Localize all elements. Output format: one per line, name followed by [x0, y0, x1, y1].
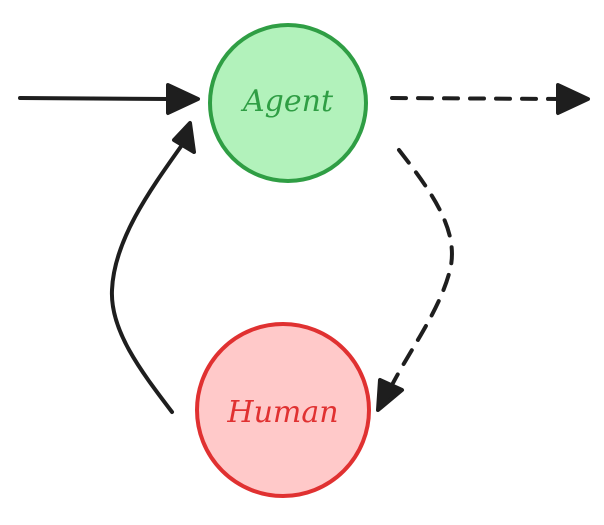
- human-node: Human: [195, 322, 371, 498]
- human-label: Human: [226, 395, 338, 430]
- agent-node: Agent: [208, 23, 368, 183]
- human-circle: [195, 322, 371, 498]
- human-to-agent-arrow: [109, 143, 184, 414]
- input-arrowhead-icon: [166, 83, 200, 115]
- agent-label: Agent: [240, 84, 334, 119]
- agent-circle: [208, 23, 368, 183]
- human-to-agent-arrowhead-icon: [172, 121, 196, 154]
- agent-to-human-arrow-dashed: [390, 148, 454, 387]
- input-arrow: [18, 96, 172, 101]
- output-arrowhead-icon: [556, 83, 590, 115]
- agent-to-human-arrowhead-icon: [376, 378, 404, 412]
- output-arrow-dashed: [390, 96, 562, 101]
